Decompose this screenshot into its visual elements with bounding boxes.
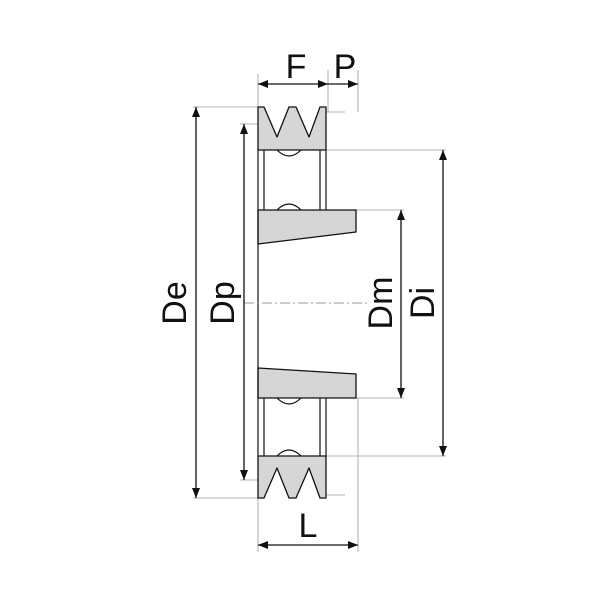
label-Dm: Dm <box>362 277 400 330</box>
bottom-rim <box>257 455 327 499</box>
extension-lines <box>193 70 446 552</box>
dimension-lines <box>192 80 447 549</box>
label-P: P <box>334 48 357 86</box>
top-hub <box>257 209 357 245</box>
label-L: L <box>299 507 318 545</box>
bottom-hub <box>257 367 357 399</box>
top-rim <box>257 106 327 151</box>
label-Di: Di <box>404 287 442 319</box>
label-F: F <box>286 48 307 86</box>
label-De: De <box>156 281 194 324</box>
label-Dp: Dp <box>204 281 242 324</box>
